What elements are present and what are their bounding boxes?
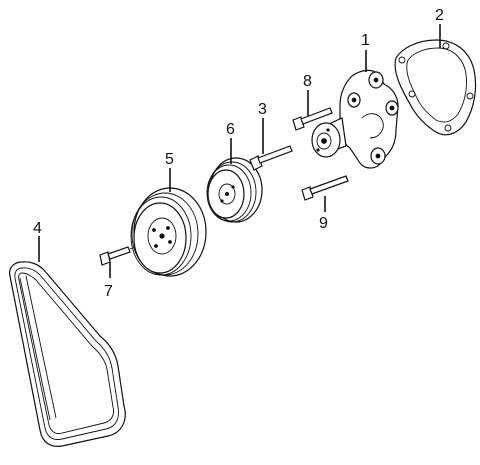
water-pump-pulley [206,157,263,223]
callout-6: 6 [226,121,235,138]
callout-8: 8 [303,73,312,90]
callout-2: 2 [435,7,444,24]
drive-belt [9,261,126,447]
callout-1: 1 [361,32,370,49]
pump-bolt-lower [301,175,349,201]
callout-3: 3 [258,101,267,118]
callout-5: 5 [165,151,174,168]
leader-lines [38,24,441,278]
water-pump [311,69,399,169]
gasket [394,39,477,136]
callout-9: 9 [319,215,328,232]
callout-7: 7 [104,283,113,300]
callout-labels: 1 2 3 4 5 6 7 8 9 [33,7,444,300]
crankshaft-pulley [130,187,207,277]
callout-4: 4 [33,220,42,237]
pulley-bolt [249,145,293,171]
pump-bolt [292,107,333,131]
